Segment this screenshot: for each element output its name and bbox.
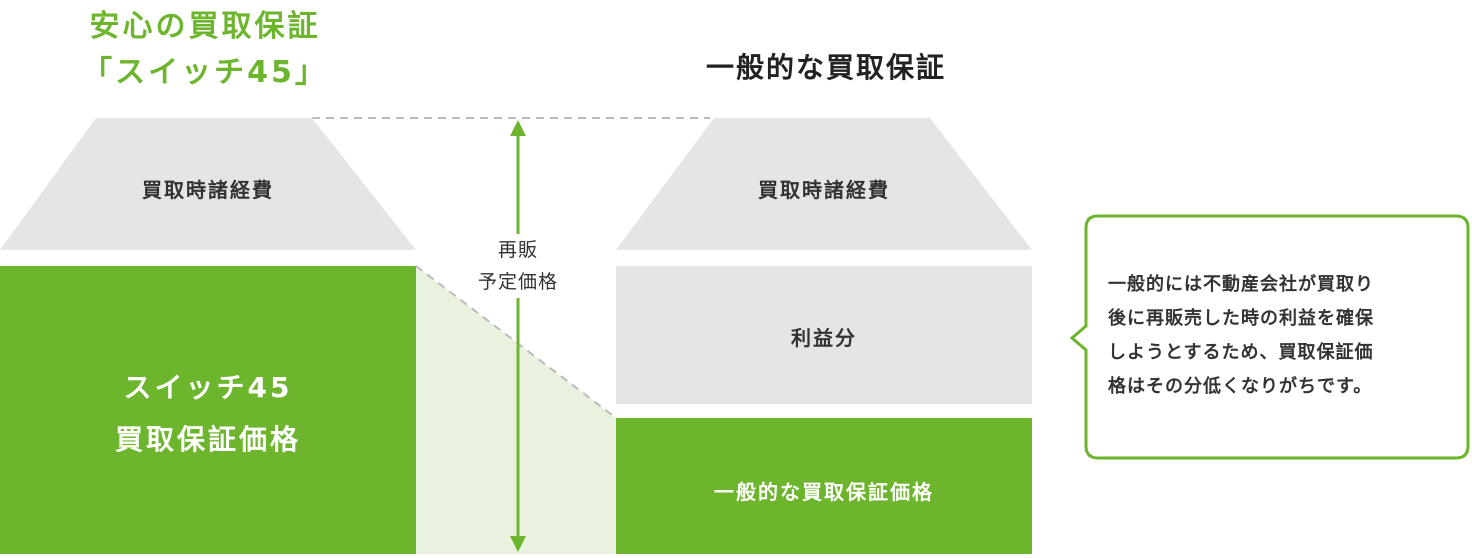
left-title-line2: 「スイッチ45」 [82, 55, 328, 90]
right-profit-block [616, 266, 1032, 404]
right-price-block [616, 418, 1032, 554]
resale-price-label-line2: 予定価格 [477, 271, 558, 293]
right-title: 一般的な買取保証 [705, 51, 946, 84]
left-expenses-label: 買取時諸経費 [142, 178, 274, 202]
right-expenses-trapezoid [616, 118, 1032, 250]
callout-bubble [1069, 214, 1470, 460]
callout-line1: 一般的には不動産会社が買取り [1108, 274, 1374, 295]
left-expenses-trapezoid [0, 118, 416, 250]
callout-line3: しようとするため、買取保証価 [1108, 342, 1374, 363]
resale-price-label-line1: 再販 [497, 239, 538, 261]
right-price-label: 一般的な買取保証価格 [714, 480, 934, 504]
left-price-block [0, 266, 416, 554]
left-price-label-line2: 買取保証価格 [114, 423, 301, 456]
callout-text: 一般的には不動産会社が買取り 後に再販売した時の利益を確保 しようとするため、買… [1108, 268, 1458, 404]
left-title-line1: 安心の買取保証 [89, 9, 321, 44]
right-expenses-label: 買取時諸経費 [758, 178, 890, 202]
arrow-up-icon [510, 120, 526, 136]
arrow-down-icon [510, 536, 526, 552]
difference-region [416, 266, 616, 554]
resale-price-label: 再販 予定価格 [470, 234, 566, 298]
left-price-label-line1: スイッチ45 [123, 371, 293, 404]
callout-line2: 後に再販売した時の利益を確保 [1108, 308, 1374, 329]
callout-line4: 格はその分低くなりがちです。 [1108, 376, 1373, 397]
right-profit-label: 利益分 [791, 326, 857, 350]
